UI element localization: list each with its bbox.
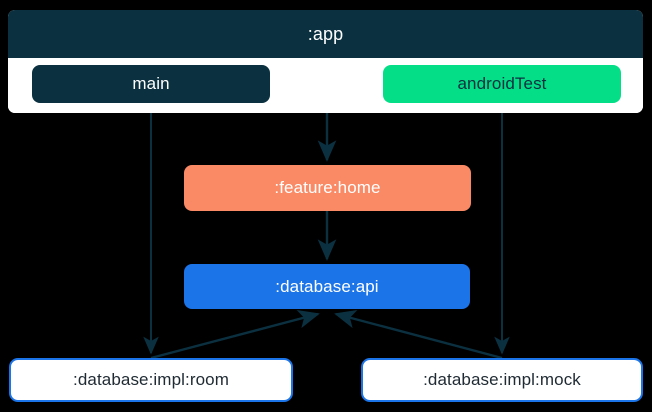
node-main[interactable]: main: [32, 65, 270, 103]
node-androidtest[interactable]: androidTest: [383, 65, 621, 103]
node-feature-home[interactable]: :feature:home: [184, 165, 471, 211]
node-database-impl-room[interactable]: :database:impl:room: [9, 358, 293, 402]
edge-room-to-database-api: [150, 309, 320, 360]
node-app-title: :app: [8, 10, 643, 58]
node-database-api[interactable]: :database:api: [184, 264, 470, 309]
node-database-impl-mock[interactable]: :database:impl:mock: [361, 358, 643, 402]
edge-mock-to-database-api: [334, 309, 503, 360]
